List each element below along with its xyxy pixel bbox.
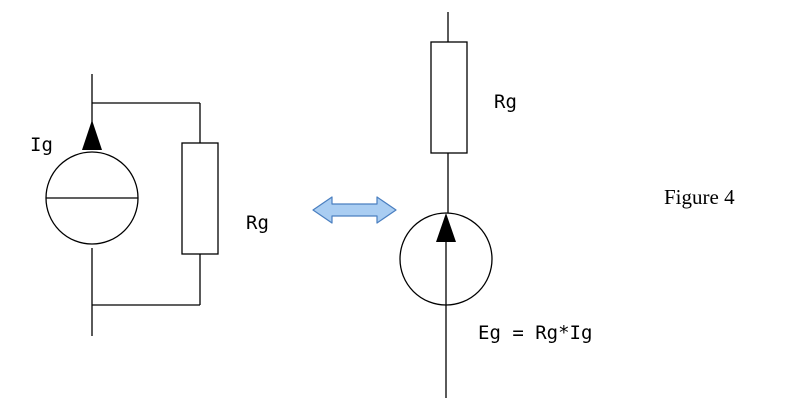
- figure-caption: Figure 4: [664, 185, 735, 209]
- left-circuit: [45, 74, 219, 336]
- voltage-direction-arrow-icon: [436, 213, 456, 242]
- current-source-label: Ig: [30, 134, 53, 156]
- current-direction-arrow-icon: [82, 120, 102, 150]
- left-resistor-icon: [181, 142, 219, 255]
- voltage-equation-label: Eg = Rg*Ig: [478, 322, 593, 344]
- right-circuit: [399, 12, 493, 398]
- left-resistor-label: Rg: [246, 212, 269, 234]
- double-headed-arrow-icon: [312, 196, 397, 224]
- right-resistor-label: Rg: [494, 91, 517, 113]
- right-resistor-icon: [430, 41, 468, 154]
